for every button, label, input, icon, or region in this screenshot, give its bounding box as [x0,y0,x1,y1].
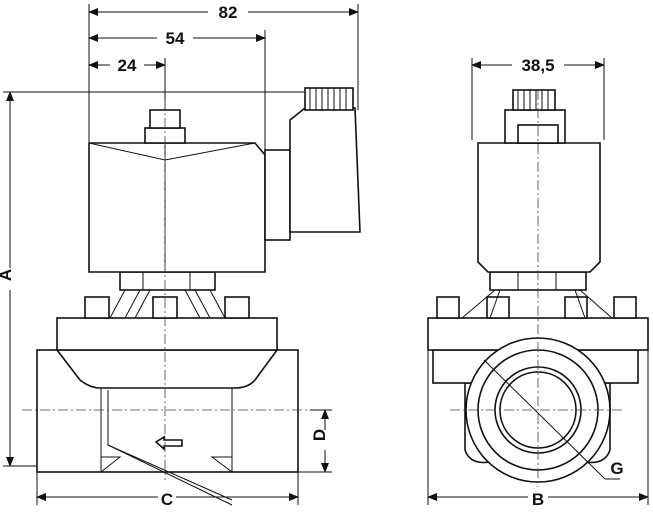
dim-82-label: 82 [219,3,238,22]
dim-54-label: 54 [166,29,185,48]
dimension-lines-top: 82 54 24 [88,2,359,150]
dimension-b-385-g: 38,5 B G [427,55,649,509]
flow-arrow-icon [154,435,183,451]
dim-b-label: B [532,490,544,509]
valve-front-view [22,87,361,506]
dim-24-label: 24 [118,56,137,75]
valve-side-view [427,89,649,505]
dim-a-label: A [0,269,15,281]
connector-knurl [304,87,354,111]
dim-c-label: C [161,490,173,509]
dim-g-label: G [610,459,623,478]
dim-d-label: D [310,429,329,441]
dimension-a: A [0,91,352,467]
dimension-c-d: C D [36,409,333,509]
dim-38-5-label: 38,5 [521,56,554,75]
